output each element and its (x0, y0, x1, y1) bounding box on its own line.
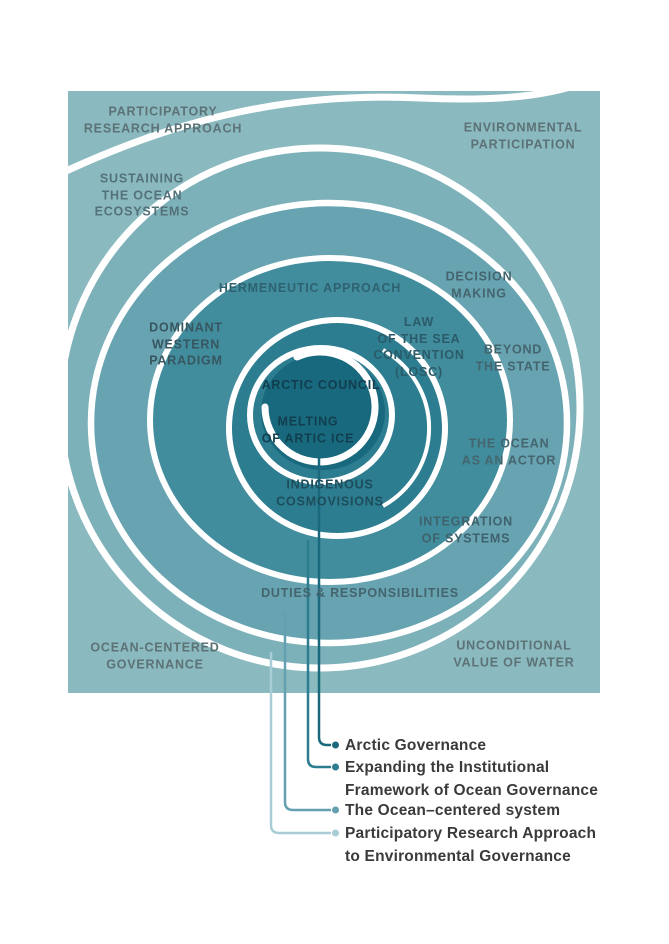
legend-leader-dot (332, 741, 339, 749)
diagram-label: UNCONDITIONAL VALUE OF WATER (453, 638, 575, 670)
diagram-label: INTEGRATION OF SYSTEMS (419, 514, 513, 546)
diagram-label: HERMENEUTIC APPROACH (218, 280, 402, 295)
legend-leader-dot (332, 806, 339, 814)
spiral-line-outer-arc (68, 91, 569, 175)
diagram-label: OCEAN-CENTERED GOVERNANCE (90, 640, 220, 672)
spiral-line-ring-4 (87, 199, 571, 647)
diagram-label: PARTICIPATORY RESEARCH APPROACH (83, 104, 243, 136)
spiral-line-ring-2 (226, 317, 448, 539)
diagram-label: ENVIRONMENTAL PARTICIPATION (463, 120, 583, 152)
diagram-label: MELTING OF ARTIC ICE (261, 414, 355, 446)
legend-leader-lines (269, 453, 339, 837)
diagram-label: THE OCEAN AS AN ACTOR (461, 436, 557, 468)
legend-item: The Ocean–centered system (345, 802, 561, 819)
diagram-label: BEYOND THE STATE (475, 342, 551, 374)
diagram-label: SUSTAINING THE OCEAN ECOSYSTEMS (94, 171, 190, 219)
legend-leader-line (269, 652, 331, 835)
diagram-label: ARCTIC COUNCIL (261, 377, 381, 392)
diagram-label: LAW OF THE SEA CONVENTION (LOSC) (373, 315, 465, 379)
legend-item: Participatory Research Approach to Envir… (345, 825, 597, 865)
legend-leader-dot (332, 763, 339, 771)
legend-leader-line (306, 540, 331, 769)
diagram-label: INDIGENOUS COSMOVISIONS (276, 477, 384, 509)
legend-item: Arctic Governance (345, 737, 487, 754)
spiral-line-ring-3 (147, 255, 513, 585)
legend-item: Expanding the Institutional Framework of… (345, 759, 599, 799)
diagram-label: DUTIES & RESPONSIBILITIES (261, 585, 459, 600)
spiral-line-ring-1 (247, 345, 395, 485)
legend-leader-line (283, 612, 331, 812)
legend-leader-dot (332, 829, 339, 837)
diagram-label: DOMINANT WESTERN PARADIGM (149, 320, 223, 368)
diagram-label: DECISION MAKING (445, 269, 513, 301)
spiral-center-circle (261, 354, 385, 470)
spiral-line-seam (382, 348, 432, 508)
spiral-line-start-cap (261, 348, 379, 466)
legend-leader-line (317, 453, 331, 747)
